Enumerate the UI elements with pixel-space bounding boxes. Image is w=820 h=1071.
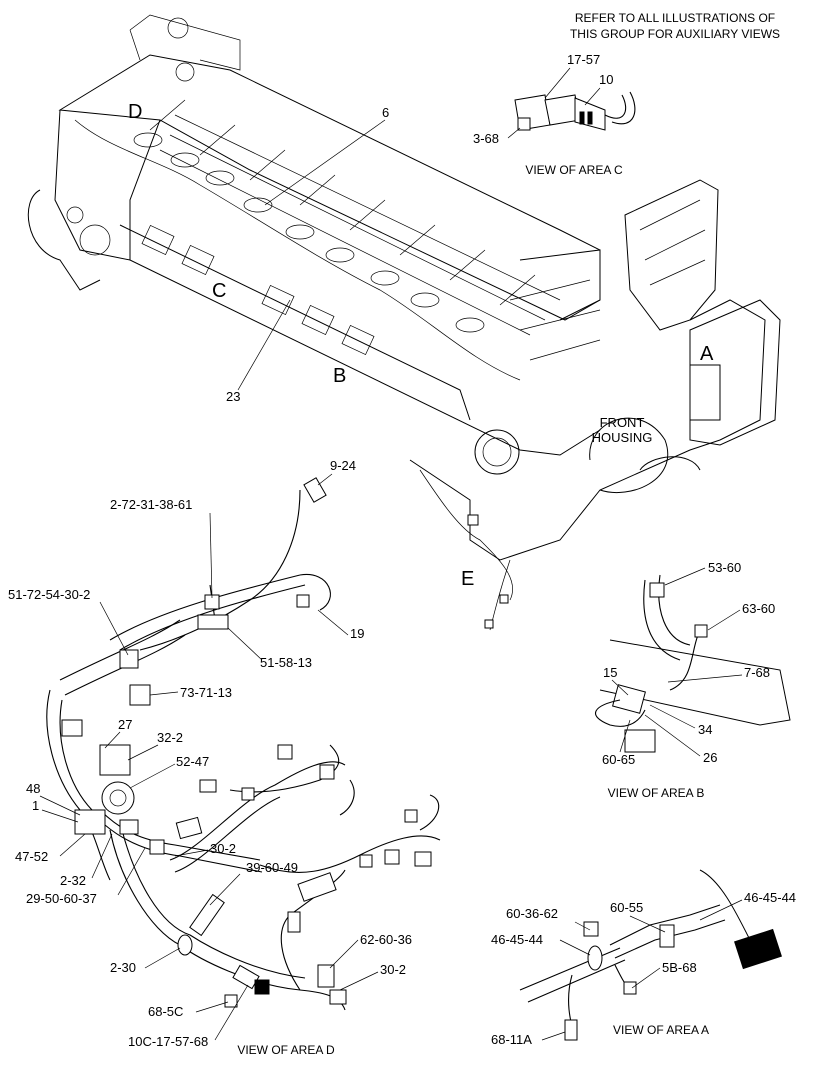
view-d-callout-2-32: 2-32 — [60, 873, 86, 888]
view-b-callout-60-65: 60-65 — [602, 752, 635, 767]
view-d-title: VIEW OF AREA D — [237, 1043, 335, 1057]
view-a-callout-60-55: 60-55 — [610, 900, 643, 915]
area-letter-d: D — [128, 101, 142, 123]
view-d-callout-32-2: 32-2 — [157, 730, 183, 745]
view-c-callout-3-68: 3-68 — [473, 131, 499, 146]
view-a-callout-5b-68: 5B-68 — [662, 960, 697, 975]
callout-6: 6 — [382, 105, 389, 120]
view-d-callout-30-2-upper: 30-2 — [210, 841, 236, 856]
view-d-callout-47-52: 47-52 — [15, 849, 48, 864]
area-letter-e: E — [461, 568, 474, 590]
view-area-d-drawing — [46, 477, 441, 1011]
view-d-callout-68-5c: 68-5C — [148, 1004, 183, 1019]
view-d-callout-51-58-13: 51-58-13 — [260, 655, 312, 670]
area-letter-b: B — [333, 365, 346, 387]
view-area-c-drawing — [514, 91, 636, 131]
area-letter-c: C — [212, 280, 226, 302]
view-b-callout-34: 34 — [698, 722, 712, 737]
view-b-callout-26: 26 — [703, 750, 717, 765]
view-area-a-drawing — [519, 869, 782, 1041]
view-d-callout-2-30: 2-30 — [110, 960, 136, 975]
view-d-callout-73-71-13: 73-71-13 — [180, 685, 232, 700]
view-a-callout-68-11a: 68-11A — [491, 1032, 532, 1047]
view-d-callout-29-50-60-37: 29-50-60-37 — [26, 891, 97, 906]
view-d-callout-48: 48 — [26, 781, 40, 796]
view-b-callout-63-60: 63-60 — [742, 601, 775, 616]
callout-23: 23 — [226, 389, 240, 404]
view-a-callout-46-45-44-right: 46-45-44 — [744, 890, 796, 905]
view-b-title: VIEW OF AREA B — [608, 786, 705, 800]
view-a-callout-46-45-44-left: 46-45-44 — [491, 932, 543, 947]
view-b-callout-15: 15 — [603, 665, 617, 680]
view-b-callout-53-60: 53-60 — [708, 560, 741, 575]
view-d-callout-9-24: 9-24 — [330, 458, 356, 473]
front-housing-label-2: HOUSING — [592, 430, 653, 445]
view-c-callout-10: 10 — [599, 72, 613, 87]
view-d-callout-27: 27 — [118, 717, 132, 732]
front-housing-label-1: FRONT — [600, 415, 645, 430]
view-d-callout-19: 19 — [350, 626, 364, 641]
view-d-callout-10c-17-57-68: 10C-17-57-68 — [128, 1034, 208, 1049]
view-a-title: VIEW OF AREA A — [613, 1023, 709, 1037]
view-d-callout-30-2-lower: 30-2 — [380, 962, 406, 977]
view-d-callout-39-60-49: 39-60-49 — [246, 860, 298, 875]
view-d-callout-1: 1 — [32, 798, 39, 813]
view-d-callout-2-72-31-38-61: 2-72-31-38-61 — [110, 497, 192, 512]
view-d-callout-62-60-36: 62-60-36 — [360, 932, 412, 947]
note-line-2: THIS GROUP FOR AUXILIARY VIEWS — [570, 27, 780, 41]
area-letter-a: A — [700, 343, 714, 365]
view-a-callout-60-36-62: 60-36-62 — [506, 906, 558, 921]
view-c-title: VIEW OF AREA C — [525, 163, 623, 177]
view-d-callout-51-72-54-30-2: 51-72-54-30-2 — [8, 587, 90, 602]
note-line-1: REFER TO ALL ILLUSTRATIONS OF — [575, 11, 775, 25]
view-area-b-drawing — [595, 574, 791, 753]
view-c-callout-17-57: 17-57 — [567, 52, 600, 67]
view-d-callout-52-47: 52-47 — [176, 754, 209, 769]
engine-block-drawing — [27, 14, 781, 631]
view-b-callout-7-68: 7-68 — [744, 665, 770, 680]
